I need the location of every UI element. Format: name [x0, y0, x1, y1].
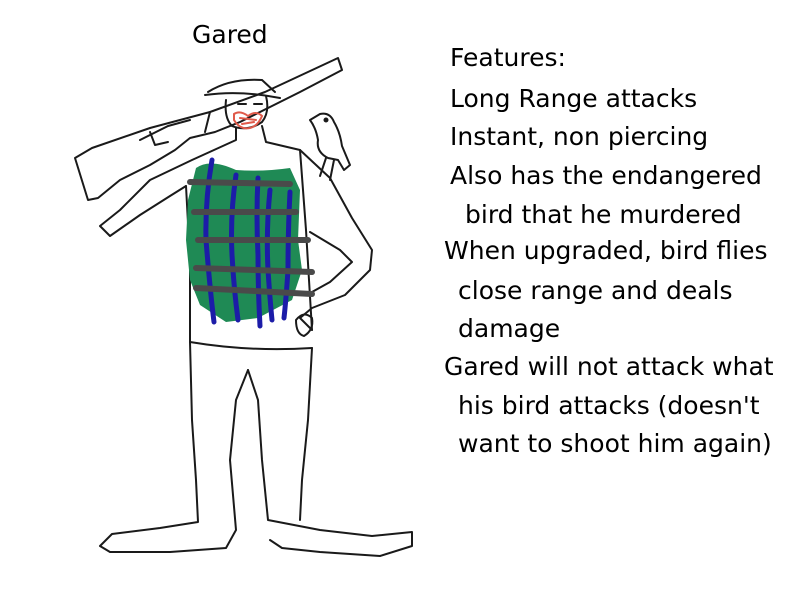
rifle-icon — [74, 57, 343, 201]
feature-line: Also has the endangered — [450, 161, 762, 190]
bird-icon — [309, 112, 351, 181]
character-name: Gared — [192, 20, 268, 49]
feature-line: Gared will not attack what — [444, 352, 774, 381]
feature-line: close range and deals — [458, 276, 733, 305]
feature-line: Long Range attacks — [450, 84, 698, 113]
feature-line: Instant, non piercing — [450, 122, 709, 151]
feature-line: his bird attacks (doesn't — [458, 391, 760, 420]
beard-icon — [233, 111, 264, 130]
hat-icon — [204, 78, 281, 99]
vest-straps — [187, 179, 315, 297]
feature-line: bird that he murdered — [465, 200, 742, 229]
feature-line: damage — [458, 314, 561, 343]
body — [99, 125, 413, 557]
feature-line: want to shoot him again) — [458, 429, 772, 458]
features-heading: Features: — [450, 43, 566, 72]
feature-line: When upgraded, bird flies — [444, 236, 768, 265]
